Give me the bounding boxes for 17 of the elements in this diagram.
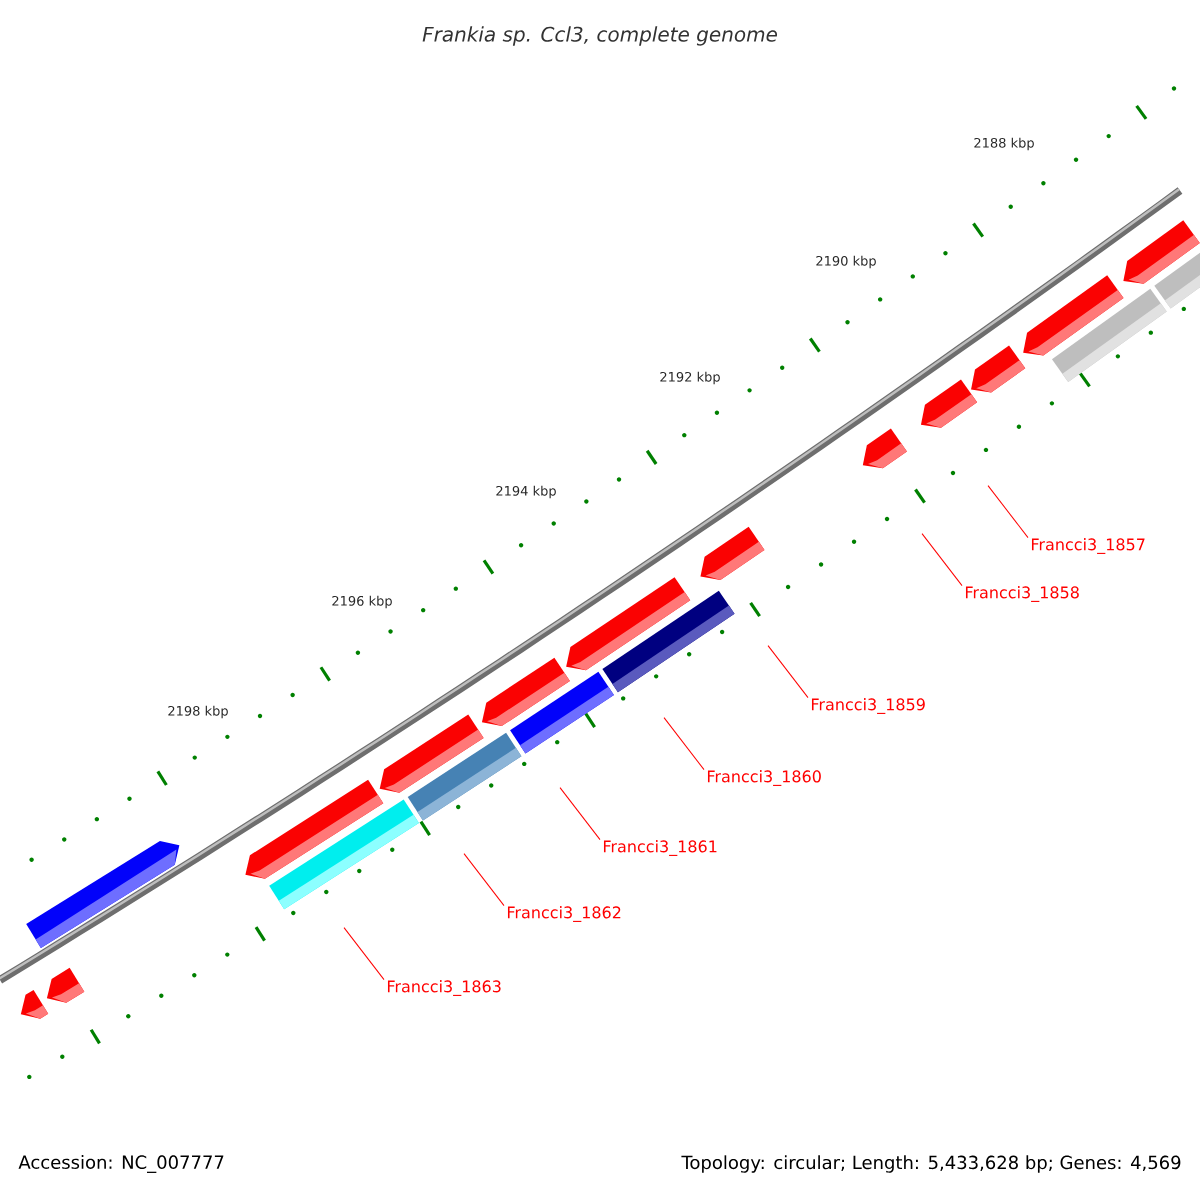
leader-line [463,853,505,907]
gene-label: Francci3_1858 [966,586,1079,602]
gene-label: Francci3_1859 [812,698,925,714]
accession-text: Accession: NC_007777 [18,1155,224,1173]
leader-line [559,787,601,841]
gene-label: Francci3_1857 [1032,538,1145,554]
gene-label: Francci3_1861 [604,840,717,856]
leader-line [987,485,1029,539]
gene-label: Francci3_1860 [708,770,821,786]
leader-line [921,533,963,587]
genome-stats-text: Topology: circular; Length: 5,433,628 bp; Genes: 4,569 [681,1155,1181,1173]
title: Frankia sp. Ccl3, complete genome [422,26,777,46]
leader-line [663,717,705,771]
leader-line [343,927,385,981]
leader-line [767,645,809,699]
gene-label: Francci3_1863 [387,980,501,996]
gene-label: Francci3_1862 [507,906,621,922]
